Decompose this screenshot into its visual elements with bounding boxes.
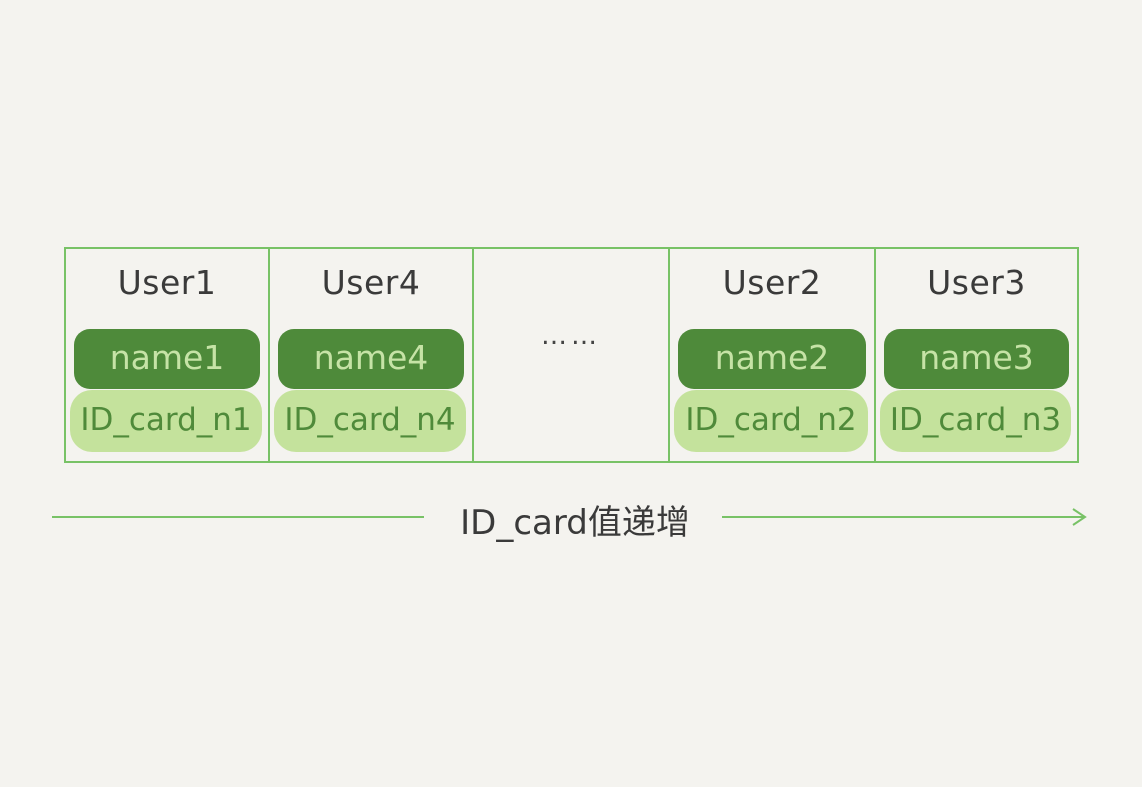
record-cell-user2: User2 name2 ID_card_n2 [668, 247, 876, 463]
record-cell-user4: User4 name4 ID_card_n4 [268, 247, 474, 463]
name-field: name1 [74, 329, 260, 389]
user-label: User4 [321, 263, 421, 302]
name-field: name2 [678, 329, 866, 389]
id-card-field: ID_card_n2 [674, 390, 868, 452]
axis-label: ID_card值递增 [460, 503, 690, 543]
record-cell-user3: User3 name3 ID_card_n3 [874, 247, 1079, 463]
name-field: name4 [278, 329, 464, 389]
id-card-field: ID_card_n1 [70, 390, 262, 452]
name-field: name3 [884, 329, 1069, 389]
record-cell-user1: User1 name1 ID_card_n1 [64, 247, 270, 463]
id-card-field: ID_card_n3 [880, 390, 1071, 452]
ellipsis-label: …… [541, 321, 601, 351]
id-card-field: ID_card_n4 [274, 390, 466, 452]
user-label: User1 [117, 263, 217, 302]
user-label: User3 [927, 263, 1026, 302]
user-label: User2 [722, 263, 822, 302]
arrow-head-icon [1072, 508, 1087, 526]
record-row: User1 name1 ID_card_n1 User4 name4 ID_ca… [64, 247, 1079, 463]
